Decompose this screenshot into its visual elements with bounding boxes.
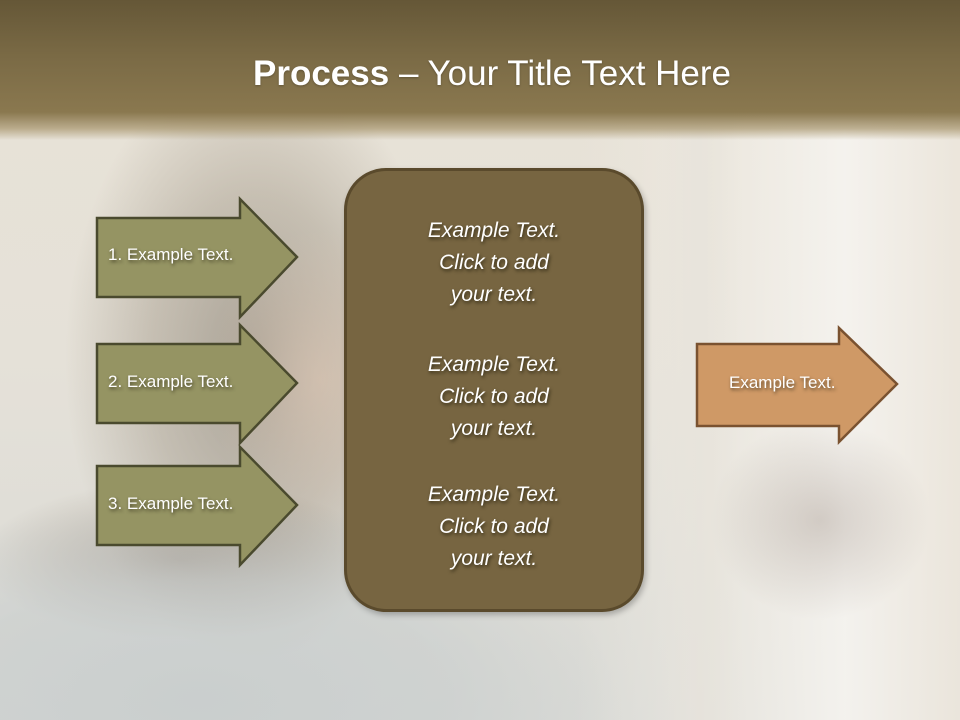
arrow-right-shape-icon (95, 443, 299, 569)
slide-title-rest: – Your Title Text Here (389, 54, 731, 93)
input-step-label-3: 3. Example Text. (108, 494, 234, 513)
input-step-arrow-3[interactable]: 3. Example Text. (95, 443, 299, 569)
center-text-line: your text. (450, 417, 538, 440)
output-step-label: Example Text. (729, 373, 836, 392)
arrow-right-shape-icon (95, 195, 299, 321)
center-text-line: Example Text. (427, 219, 561, 242)
arrow-right-shape-icon (95, 321, 299, 447)
slide-title-bold: Process (253, 54, 390, 93)
center-text-line: your text. (450, 547, 538, 570)
input-step-label-1: 1. Example Text. (108, 245, 234, 264)
center-text-line: Example Text. (427, 353, 561, 376)
center-text-block-2[interactable]: Example Text. Click to add your text. (347, 349, 641, 445)
center-text-line: Click to add (439, 251, 549, 274)
output-step-arrow[interactable]: Example Text. (695, 325, 899, 446)
center-text-line: your text. (450, 283, 538, 306)
input-step-arrow-2[interactable]: 2. Example Text. (95, 321, 299, 447)
center-text-line: Example Text. (427, 483, 561, 506)
center-text-block-1[interactable]: Example Text. Click to add your text. (347, 215, 641, 311)
slide-title[interactable]: Process – Your Title Text Here (0, 52, 960, 96)
arrow-right-shape-icon (695, 325, 899, 446)
input-step-label-2: 2. Example Text. (108, 372, 234, 391)
center-text-line: Click to add (439, 515, 549, 538)
center-text-box[interactable]: Example Text. Click to add your text. Ex… (344, 168, 644, 612)
center-text-block-3[interactable]: Example Text. Click to add your text. (347, 479, 641, 575)
input-step-arrow-1[interactable]: 1. Example Text. (95, 195, 299, 321)
title-band (0, 0, 960, 140)
center-text-line: Click to add (439, 385, 549, 408)
